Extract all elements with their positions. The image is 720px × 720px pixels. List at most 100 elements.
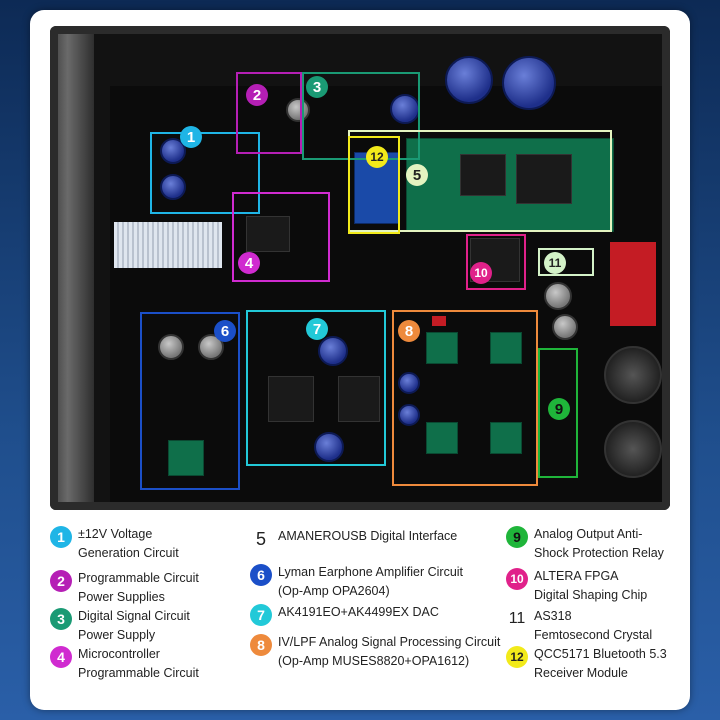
capacitor bbox=[314, 432, 344, 462]
legend-text: IV/LPF Analog Signal Processing Circuit … bbox=[278, 633, 500, 671]
region-10-box bbox=[466, 234, 526, 290]
large-capacitor bbox=[502, 56, 556, 110]
legend-line: AS318 bbox=[534, 609, 572, 623]
opamp-board bbox=[426, 332, 458, 364]
legend-line: Receiver Module bbox=[534, 666, 628, 680]
badge-11: 11 bbox=[544, 252, 566, 274]
legend-line: Digital Shaping Chip bbox=[534, 588, 648, 602]
legend-line: Femtosecond Crystal bbox=[534, 628, 653, 642]
capacitor bbox=[552, 314, 578, 340]
region-6-box bbox=[140, 312, 240, 490]
mcu-chip bbox=[246, 216, 290, 252]
legend-line: Programmable Circuit bbox=[78, 571, 199, 585]
legend-line: Microcontroller bbox=[78, 647, 160, 661]
legend-text: Analog Output Anti- Shock Protection Rel… bbox=[534, 525, 664, 563]
legend-item-5: 5 AMANEROUSB Digital Interface bbox=[250, 527, 457, 550]
legend-line: (Op-Amp OPA2604) bbox=[278, 584, 390, 598]
legend-line: Programmable Circuit bbox=[78, 666, 199, 680]
region-8-box bbox=[392, 310, 538, 486]
legend-text: AK4191EO+AK4499EX DAC bbox=[278, 603, 439, 622]
legend-item-2: 2 Programmable Circuit Power Supplies bbox=[50, 569, 199, 607]
capacitor bbox=[318, 336, 348, 366]
region-12-box bbox=[348, 136, 400, 234]
xlr-connector bbox=[604, 420, 662, 478]
capacitor bbox=[198, 334, 224, 360]
legend-number: 10 bbox=[506, 568, 528, 590]
legend-number: 7 bbox=[250, 604, 272, 626]
legend-number: 3 bbox=[50, 608, 72, 630]
badge-6: 6 bbox=[214, 320, 236, 342]
usb-interface-board bbox=[406, 138, 614, 232]
region-3-box bbox=[302, 72, 420, 160]
dac-chip bbox=[268, 376, 314, 422]
capacitor bbox=[544, 282, 572, 310]
legend-line: Digital Signal Circuit bbox=[78, 609, 190, 623]
badge-10: 10 bbox=[470, 262, 492, 284]
legend-line: Power Supply bbox=[78, 628, 156, 642]
legend-item-9: 9 Analog Output Anti- Shock Protection R… bbox=[506, 525, 664, 563]
legend-number: 6 bbox=[250, 564, 272, 586]
legend-item-11: 11 AS318 Femtosecond Crystal bbox=[506, 607, 652, 645]
capacitor bbox=[398, 404, 420, 426]
xmos-chip bbox=[460, 154, 506, 196]
legend-item-12: 12 QCC5171 Bluetooth 5.3 Receiver Module bbox=[506, 645, 667, 683]
legend-line: QCC5171 Bluetooth 5.3 bbox=[534, 647, 667, 661]
cpld-chip bbox=[516, 154, 572, 204]
legend-text: QCC5171 Bluetooth 5.3 Receiver Module bbox=[534, 645, 667, 683]
legend-line: Lyman Earphone Amplifier Circuit bbox=[278, 565, 464, 579]
legend-line: (Op-Amp MUSES8820+OPA1612) bbox=[278, 654, 470, 668]
opamp-board bbox=[426, 422, 458, 454]
legend-line: Power Supplies bbox=[78, 590, 165, 604]
legend-item-1: 1 ±12V Voltage Generation Circuit bbox=[50, 525, 179, 563]
legend-item-8: 8 IV/LPF Analog Signal Processing Circui… bbox=[250, 633, 500, 671]
large-capacitor bbox=[445, 56, 493, 104]
badge-9: 9 bbox=[548, 398, 570, 420]
legend-item-6: 6 Lyman Earphone Amplifier Circuit (Op-A… bbox=[250, 563, 463, 601]
region-1-box bbox=[150, 132, 260, 214]
region-11-box bbox=[538, 248, 594, 276]
badge-5: 5 bbox=[406, 164, 428, 186]
opamp-board bbox=[490, 332, 522, 364]
legend-line: AMANEROUSB Digital Interface bbox=[278, 529, 458, 543]
legend-line: IV/LPF Analog Signal Processing Circuit bbox=[278, 635, 501, 649]
legend: 1 ±12V Voltage Generation Circuit 2 Prog… bbox=[50, 525, 680, 695]
ribbon-cable bbox=[114, 222, 222, 268]
legend-number: 8 bbox=[250, 634, 272, 656]
badge-1: 1 bbox=[180, 126, 202, 148]
legend-number: 9 bbox=[506, 526, 528, 548]
legend-text: ±12V Voltage Generation Circuit bbox=[78, 525, 179, 563]
legend-item-3: 3 Digital Signal Circuit Power Supply bbox=[50, 607, 190, 645]
legend-number: 11 bbox=[508, 610, 526, 627]
rca-jacks bbox=[610, 242, 656, 326]
xlr-connector bbox=[604, 346, 662, 404]
badge-12: 12 bbox=[366, 146, 388, 168]
legend-text: Lyman Earphone Amplifier Circuit (Op-Amp… bbox=[278, 563, 463, 601]
legend-line: Generation Circuit bbox=[78, 546, 179, 560]
legend-number: 4 bbox=[50, 646, 72, 668]
badge-8: 8 bbox=[398, 320, 420, 342]
legend-item-4: 4 Microcontroller Programmable Circuit bbox=[50, 645, 199, 683]
capacitor bbox=[158, 334, 184, 360]
relay bbox=[432, 316, 446, 326]
dac-chip bbox=[338, 376, 380, 422]
region-7-box bbox=[246, 310, 386, 466]
capacitor bbox=[398, 372, 420, 394]
region-2-box bbox=[236, 72, 302, 154]
legend-number: 5 bbox=[255, 528, 266, 549]
legend-item-7: 7 AK4191EO+AK4499EX DAC bbox=[250, 603, 439, 626]
legend-text: AMANEROUSB Digital Interface bbox=[278, 527, 457, 546]
legend-text: Digital Signal Circuit Power Supply bbox=[78, 607, 190, 645]
badge-2: 2 bbox=[246, 84, 268, 106]
legend-text: AS318 Femtosecond Crystal bbox=[534, 607, 652, 645]
region-9-box bbox=[538, 348, 578, 478]
legend-text: Microcontroller Programmable Circuit bbox=[78, 645, 199, 683]
legend-text: Programmable Circuit Power Supplies bbox=[78, 569, 199, 607]
legend-line: AK4191EO+AK4499EX DAC bbox=[278, 605, 439, 619]
badge-3: 3 bbox=[306, 76, 328, 98]
chassis-rim bbox=[50, 26, 670, 510]
capacitor bbox=[160, 174, 186, 200]
badge-7: 7 bbox=[306, 318, 328, 340]
legend-line: Shock Protection Relay bbox=[534, 546, 664, 560]
board-photo: 1 2 3 4 5 6 7 8 9 10 11 12 bbox=[50, 26, 670, 510]
badge-4: 4 bbox=[238, 252, 260, 274]
